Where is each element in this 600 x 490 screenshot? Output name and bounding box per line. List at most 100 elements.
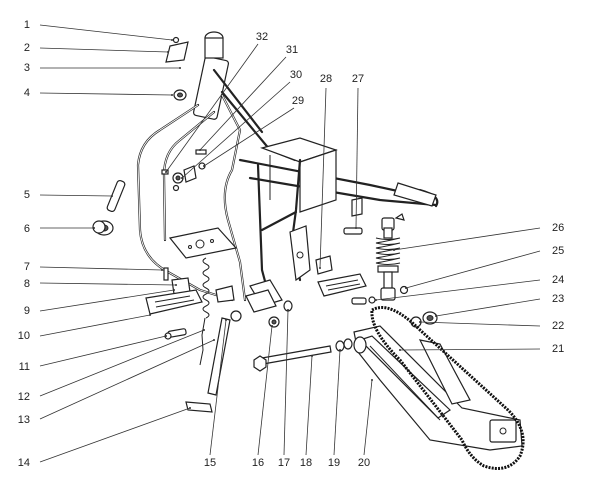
callout-number-28: 28	[320, 73, 332, 85]
callout-leader-tip	[199, 149, 201, 151]
callout-leader-tip	[203, 165, 205, 167]
callout-leader-line	[39, 314, 151, 337]
callout-leader-tip	[161, 269, 163, 271]
callout-number-25: 25	[552, 245, 564, 257]
callout-leader-tip	[287, 309, 289, 311]
callout-leader-tip	[319, 267, 321, 269]
callout-leader-tip	[149, 314, 151, 316]
callout-number-24: 24	[552, 274, 564, 286]
callout-leader-line	[203, 107, 295, 167]
drive-chain	[370, 306, 525, 470]
callout-number-12: 12	[18, 391, 30, 403]
callout-leader-line	[435, 298, 541, 317]
callout-leader-line	[333, 349, 341, 456]
callout-number-32: 32	[256, 31, 268, 43]
callout-number-3: 3	[24, 62, 30, 74]
callout-number-21: 21	[552, 343, 564, 355]
callout-leader-tip	[213, 339, 215, 341]
callout-leader-line	[257, 325, 273, 456]
callout-leader-tip	[203, 329, 205, 331]
callout-leader-tip	[171, 39, 173, 41]
callout-leader-tip	[165, 171, 167, 173]
callout-leader-line	[363, 379, 373, 456]
callout-leader-tip	[171, 94, 173, 96]
callout-number-9: 9	[24, 305, 30, 317]
bike-frame	[136, 31, 439, 307]
callout-leader-line	[199, 56, 287, 151]
callout-number-20: 20	[358, 457, 370, 469]
callout-number-30: 30	[290, 69, 302, 81]
callout-number-16: 16	[252, 457, 264, 469]
swingarm	[353, 325, 523, 451]
callout-leader-tip	[111, 195, 113, 197]
callout-leader-tip	[355, 227, 357, 229]
callout-leader-line	[399, 348, 541, 351]
callout-leader-tip	[181, 177, 183, 179]
callout-leader-line	[375, 279, 541, 301]
callout-leader-tip	[93, 227, 95, 229]
callout-leader-line	[39, 92, 173, 96]
callout-leader-tip	[339, 349, 341, 351]
callout-leader-line	[39, 282, 177, 286]
callout-leader-tip	[435, 315, 437, 317]
callout-number-1: 1	[24, 19, 30, 31]
callout-leader-tip	[371, 379, 373, 381]
callout-leader-tip	[225, 319, 227, 321]
callout-leader-line	[39, 47, 169, 53]
callout-leader-line	[39, 24, 173, 41]
callout-leader-tip	[167, 51, 169, 53]
callout-leader-tip	[375, 299, 377, 301]
callout-leader-line	[283, 309, 289, 456]
callout-number-31: 31	[286, 44, 298, 56]
callout-leader-tip	[165, 335, 167, 337]
callout-leader-tip	[173, 289, 175, 291]
callout-leader-tip	[175, 284, 177, 286]
callout-leader-line	[165, 43, 259, 173]
callout-leader-tip	[405, 287, 407, 289]
callout-number-8: 8	[24, 278, 30, 290]
callout-leader-line	[39, 407, 191, 463]
callout-leader-line	[39, 266, 163, 271]
callout-number-14: 14	[18, 457, 30, 469]
callout-number-18: 18	[300, 457, 312, 469]
callout-number-29: 29	[292, 95, 304, 107]
callout-number-22: 22	[552, 320, 564, 332]
callout-leader-line	[39, 339, 215, 420]
callout-number-5: 5	[24, 189, 30, 201]
callout-leader-line	[355, 87, 359, 229]
callout-number-2: 2	[24, 42, 30, 54]
callout-number-11: 11	[19, 361, 30, 373]
callout-leader-line	[209, 319, 227, 456]
callout-leader-tip	[399, 349, 401, 351]
callout-leader-line	[305, 355, 313, 456]
callout-leader-line	[393, 227, 541, 251]
callout-leader-line	[181, 81, 291, 179]
callout-number-27: 27	[352, 73, 364, 85]
rear-shock-absorber	[375, 213, 405, 301]
small-parts	[92, 36, 438, 413]
callout-leader-tip	[189, 407, 191, 409]
callout-leader-line	[419, 321, 541, 327]
callout-number-19: 19	[328, 457, 340, 469]
callout-number-13: 13	[18, 414, 30, 426]
callout-number-10: 10	[18, 330, 30, 342]
callout-leader-tip	[311, 355, 313, 357]
callout-number-6: 6	[24, 223, 30, 235]
callout-number-17: 17	[278, 457, 290, 469]
callout-leader-line	[319, 87, 327, 269]
callout-leader-tip	[419, 321, 421, 323]
callout-leader-tip	[179, 67, 181, 69]
callout-leader-tip	[393, 249, 395, 251]
callout-number-7: 7	[24, 261, 30, 273]
callout-number-26: 26	[552, 222, 564, 234]
callout-number-4: 4	[24, 87, 30, 99]
callout-number-23: 23	[552, 293, 564, 305]
callout-number-15: 15	[204, 457, 216, 469]
callout-leader-line	[39, 289, 175, 312]
callout-leader-line	[39, 329, 205, 397]
callout-leader-line	[39, 335, 167, 367]
callout-leader-line	[405, 250, 541, 289]
